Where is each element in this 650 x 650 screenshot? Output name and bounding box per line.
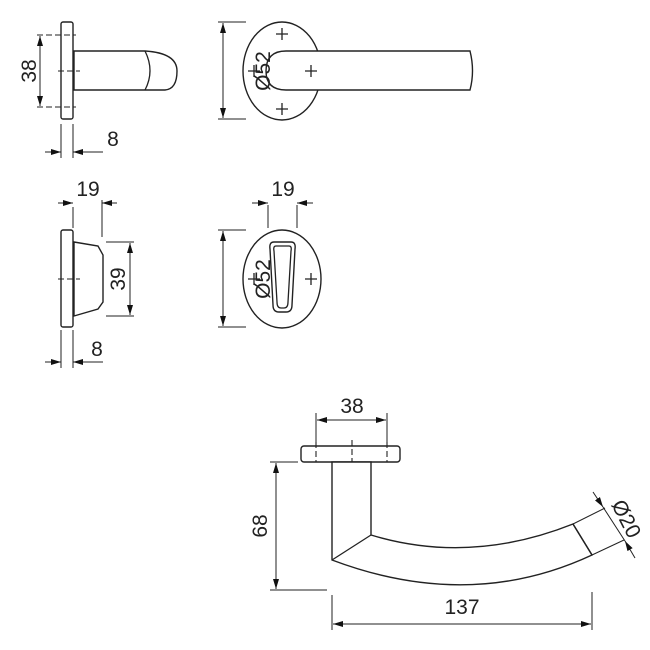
lever-body [331,461,594,586]
handle-front-view: Ø52 [218,21,474,121]
turn-front-view: 19 Ø52 [218,178,322,329]
dim-label-137: 137 [444,596,479,619]
dim-label-39: 39 [107,267,130,290]
dim-label-19: 19 [76,178,99,201]
lever-top-view: 38 68 137 Ø20 [249,395,645,630]
dim-label-19: 19 [271,178,294,201]
dim-label-38: 38 [340,395,363,418]
dim-label-d52: Ø52 [252,259,275,299]
handle-shaft [73,50,178,91]
dim-label-8: 8 [107,128,119,151]
dim-label-d52: Ø52 [252,51,275,91]
dim-label-38: 38 [18,59,41,82]
dim-label-8: 8 [91,338,103,361]
handle-side-view: 38 8 [18,21,178,158]
turn-side-view: 19 39 8 [45,178,134,368]
shaft-cap-line [144,50,151,91]
turn-knob [73,241,104,317]
dim-label-68: 68 [249,514,272,537]
lever-front [265,50,474,91]
dim-label-d20: Ø20 [607,496,646,542]
screw-cross-icons [248,273,317,285]
screw-cross-icons [248,28,317,115]
